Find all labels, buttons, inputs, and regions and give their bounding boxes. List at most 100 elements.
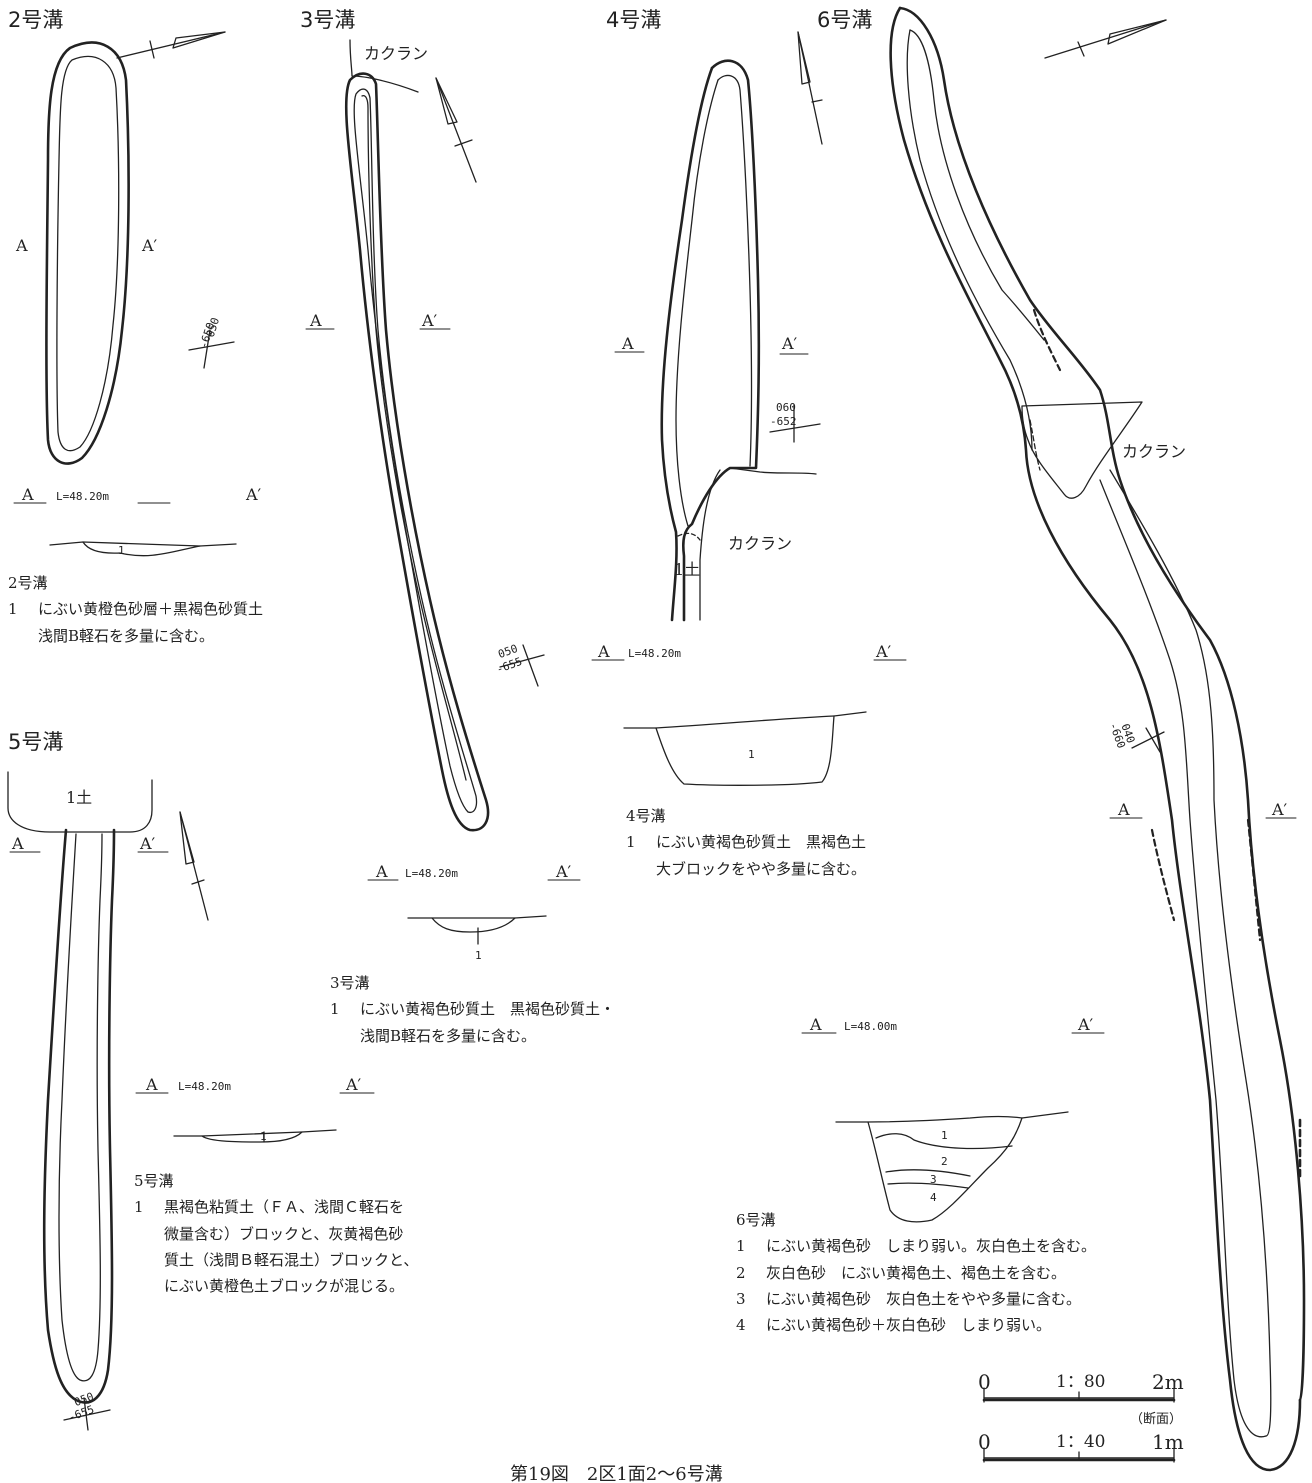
- ditch3-kakuran-line: [349, 39, 419, 93]
- ditch6-layer-4: 4: [930, 1191, 937, 1204]
- ditch4-dash: [677, 532, 701, 541]
- ditch5-plan: [7, 771, 153, 1404]
- ditch4-title: 4号溝: [606, 8, 662, 32]
- ditch4-legend-row-1b: 大ブロックをやや多量に含む。: [656, 859, 867, 878]
- ditch5-point-a: A: [12, 834, 24, 853]
- ditch2-legend-row-1b: 浅間B軽石を多量に含む。: [38, 626, 215, 645]
- legend-number: 4: [736, 1316, 746, 1334]
- ditch2-sec-a: A: [22, 485, 34, 504]
- ditch5-inner: [58, 833, 103, 1382]
- figure-caption: 第19図 2区1面2～6号溝: [510, 1464, 723, 1483]
- ditch2-sec-a2: A′: [246, 485, 262, 504]
- ditch6-legend-row-3: 3 にぶい黄褐色砂 灰白色土をやや多量に含む。: [736, 1286, 1096, 1312]
- ditch2-legend-title: 2号溝: [8, 574, 48, 592]
- ditch3-point-a2: A′: [422, 311, 438, 330]
- scale-plan-ratio: 1：80: [1056, 1372, 1106, 1392]
- north-arrow-3: [435, 77, 477, 183]
- ditch4-outline: [681, 59, 761, 622]
- ditch3-outline: [344, 72, 490, 832]
- ditch4-outline-left: [660, 66, 714, 622]
- scale-bars: [982, 1387, 1176, 1463]
- grid-cross-4: [769, 404, 821, 443]
- ditch6-kakuran: [1021, 401, 1143, 499]
- north-arrow-6: [1044, 19, 1167, 59]
- ditch5-point-a2: A′: [140, 834, 156, 853]
- ditch6-plan: [889, 6, 1306, 1472]
- ditch6-point-a: A: [1118, 800, 1130, 819]
- ditch6-outline-right: [898, 6, 1306, 1402]
- ditch3-inner2: [361, 94, 467, 781]
- legend-number: 1: [626, 833, 636, 852]
- ditch5-section: [173, 1129, 337, 1143]
- ditch2-title: 2号溝: [8, 8, 64, 32]
- ditch6-sec-a: A: [810, 1015, 822, 1034]
- ditch4-grid-b: -652: [770, 415, 797, 428]
- ditch4-kakuran-edge: [729, 467, 817, 475]
- ditch3-sec-level: L=48.20m: [405, 867, 458, 880]
- legend-text: にぶい黄褐色砂 灰白色土をやや多量に含む。: [766, 1289, 1082, 1308]
- north-arrow-5: [179, 811, 209, 921]
- ditch2-outline: [45, 41, 130, 465]
- ditch5-layer-1: 1: [260, 1130, 267, 1143]
- ditch6-point-a2: A′: [1272, 800, 1288, 819]
- ditch6-layer-1: 1: [941, 1129, 948, 1142]
- ditch6-section-profile: [835, 1111, 1069, 1223]
- ditch6-inner-r: [909, 29, 1045, 341]
- north-arrow-4: [797, 31, 823, 145]
- ditch3-layer-1: 1: [475, 949, 482, 962]
- underline-6: [801, 817, 1297, 1034]
- grid-cross-2: [188, 329, 235, 369]
- grid-cross-3: [499, 644, 545, 687]
- ditch5-outline: [42, 828, 116, 1404]
- ditch6-section-top: [867, 1115, 1023, 1123]
- scale-plan-zero: 0: [978, 1370, 991, 1394]
- ditch3-sec-a: A: [376, 862, 388, 881]
- ditch6-section: [835, 1111, 1069, 1223]
- ditch3-section: [407, 915, 547, 945]
- ditch3-sec-a2: A′: [556, 862, 572, 881]
- ditch4-point-a: A: [622, 334, 634, 353]
- ditch4-sec-a2: A′: [876, 642, 892, 661]
- ditch2-layer-1: 1: [118, 544, 125, 557]
- legend-text: にぶい黄褐色砂質土 黒褐色砂質土・: [360, 1000, 616, 1019]
- ditch5-legend-row-1b: 微量含む）ブロックと、灰黄褐色砂: [164, 1224, 404, 1243]
- ditch5-legend-title: 5号溝: [134, 1172, 174, 1190]
- ditch5-sec-a2: A′: [346, 1075, 362, 1094]
- legend-text: 黒褐色粘質土（ＦＡ、浅間Ｃ軽石を: [164, 1198, 405, 1217]
- legend-number: 3: [736, 1289, 746, 1308]
- ditch4-inner: [717, 74, 753, 467]
- ditch4-sec-a: A: [598, 642, 610, 661]
- ditch6-inner-l: [906, 29, 1033, 451]
- ditch6-section-l1: [875, 1133, 1013, 1150]
- legend-text: にぶい黄褐色砂 しまり弱い。灰白色土を含む。: [766, 1237, 1097, 1256]
- ditch4-kakuran-inner: [699, 469, 721, 621]
- ditch3-plan: [344, 39, 490, 832]
- ditch6-section-l3: [887, 1182, 969, 1189]
- ditch4-inner-left: [675, 79, 719, 527]
- scale-section-note: （断面）: [1130, 1412, 1183, 1427]
- ditch3-point-a: A: [310, 311, 322, 330]
- ditch6-sec-level: L=48.00m: [844, 1020, 897, 1033]
- ditch4-point-a2: A′: [782, 334, 798, 353]
- ditch5-soil: 1土: [66, 788, 93, 807]
- ditch2-section: [49, 541, 237, 557]
- ditch4-soil: 1土: [674, 560, 701, 579]
- ditch2-plan: [45, 41, 130, 465]
- ditch6-dash-c: [1246, 818, 1262, 942]
- ditch6-title: 6号溝: [817, 8, 873, 32]
- legend-text: にぶい黄褐色砂＋灰白色砂 しまり弱い。: [766, 1316, 1052, 1334]
- legend-number: 1: [134, 1198, 144, 1217]
- ditch4-section: [623, 711, 867, 786]
- ditch6-section-l2: [885, 1169, 971, 1177]
- legend-number: 1: [736, 1237, 746, 1256]
- ditch6-inner-lower-r: [1109, 469, 1272, 1437]
- ditch6-legend-title: 6号溝: [736, 1211, 776, 1229]
- ditch5-title: 5号溝: [8, 730, 64, 754]
- ditch6-dash-b: [1150, 828, 1176, 922]
- legend-text: にぶい黄褐色砂質土 黒褐色土: [656, 833, 867, 852]
- ditch5-legend-row-1: 1 黒褐色粘質土（ＦＡ、浅間Ｃ軽石を: [134, 1194, 418, 1220]
